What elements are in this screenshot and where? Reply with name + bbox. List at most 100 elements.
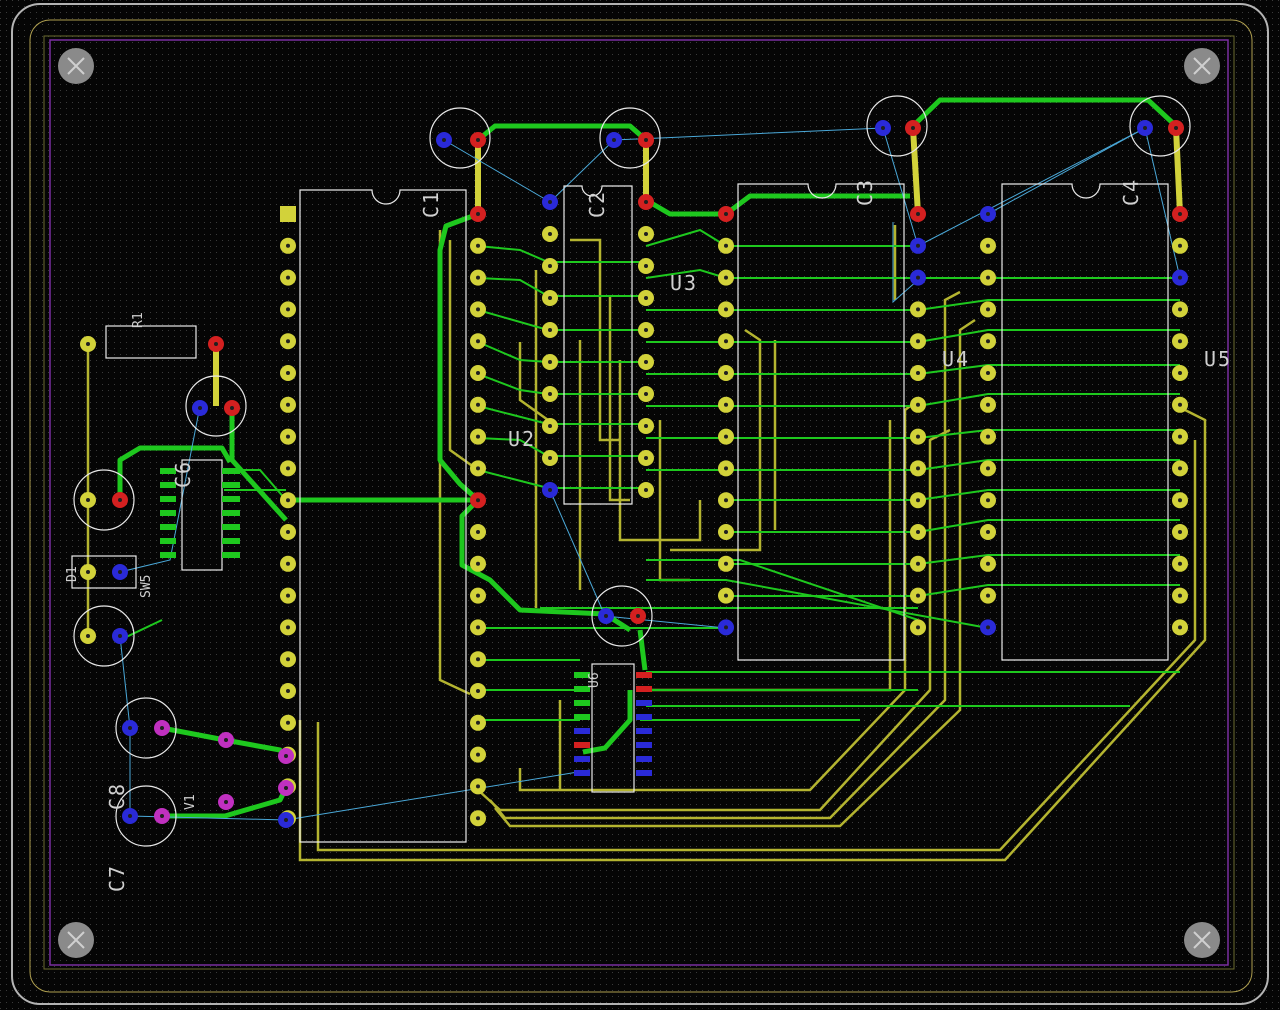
u5-pin[interactable]: [980, 206, 996, 222]
u4-pin[interactable]: [718, 428, 734, 445]
u1-pin[interactable]: [280, 619, 296, 636]
u1-pin[interactable]: [280, 714, 296, 731]
c9-pad[interactable]: [112, 628, 128, 644]
c6-pad[interactable]: [112, 492, 128, 508]
u1-pin[interactable]: [470, 428, 486, 445]
u4-pin[interactable]: [910, 460, 926, 477]
u4-pin[interactable]: [718, 460, 734, 477]
u6-pad[interactable]: [160, 552, 176, 558]
u1-pin[interactable]: [280, 492, 296, 509]
u6-pad[interactable]: [222, 468, 240, 474]
u1-pin[interactable]: [470, 555, 486, 572]
u4-pin[interactable]: [718, 237, 734, 254]
u5-pin[interactable]: [980, 555, 996, 572]
u5-pin[interactable]: [1172, 365, 1188, 381]
u2-pin[interactable]: [638, 226, 654, 242]
u2-pin[interactable]: [638, 450, 654, 466]
c6-pad[interactable]: [80, 492, 96, 508]
u1-pin[interactable]: [470, 365, 486, 381]
u6-pad[interactable]: [160, 482, 176, 488]
u4-pin[interactable]: [718, 396, 734, 413]
u1-pin[interactable]: [470, 778, 486, 795]
u4-pin[interactable]: [910, 301, 926, 318]
u4-pin[interactable]: [910, 333, 926, 350]
u2-pin[interactable]: [542, 226, 558, 242]
u5-pin[interactable]: [980, 269, 996, 286]
v1-pad[interactable]: [218, 794, 234, 810]
u1-pin[interactable]: [280, 237, 296, 254]
u4-pin[interactable]: [718, 492, 734, 509]
u2-pin[interactable]: [638, 194, 654, 210]
u4-pin[interactable]: [718, 269, 734, 286]
u5-pin[interactable]: [980, 396, 996, 413]
c8-pad[interactable]: [122, 720, 138, 736]
u7-pad[interactable]: [574, 686, 590, 692]
u5-pin[interactable]: [1172, 524, 1188, 540]
u2-pin[interactable]: [542, 322, 558, 338]
u1-pin[interactable]: [280, 333, 296, 350]
u1-pin[interactable]: [280, 365, 296, 381]
c4-pad[interactable]: [1168, 120, 1184, 136]
u4-pin[interactable]: [910, 206, 926, 222]
u1-pin[interactable]: [470, 237, 486, 254]
u7-pad[interactable]: [574, 672, 590, 678]
u5-pin[interactable]: [1172, 301, 1188, 318]
c4-pad[interactable]: [1137, 120, 1153, 136]
u1-pin[interactable]: [280, 460, 296, 477]
u2-pin[interactable]: [638, 482, 654, 498]
c5-pad[interactable]: [192, 400, 208, 416]
u1-pin[interactable]: [470, 333, 486, 350]
u4-pin[interactable]: [718, 365, 734, 381]
c7-pad[interactable]: [154, 808, 170, 824]
u7-pad[interactable]: [574, 728, 590, 734]
u6-pad[interactable]: [222, 552, 240, 558]
u7-pad[interactable]: [636, 770, 652, 776]
u5-pin[interactable]: [980, 428, 996, 445]
u1-pin[interactable]: [280, 555, 296, 572]
u7-pad[interactable]: [636, 714, 652, 720]
u1-pin[interactable]: [280, 301, 296, 318]
u2-pin[interactable]: [542, 194, 558, 210]
u5-pin[interactable]: [980, 333, 996, 350]
c3-pad[interactable]: [905, 120, 921, 136]
u7-pad[interactable]: [636, 672, 652, 678]
u1-pin[interactable]: [470, 683, 486, 699]
u7-pad[interactable]: [574, 770, 590, 776]
c10-pad[interactable]: [630, 608, 646, 624]
u5-pin[interactable]: [1172, 492, 1188, 509]
u5-pin[interactable]: [980, 492, 996, 509]
u6-pad[interactable]: [160, 524, 176, 530]
u1-pin[interactable]: [470, 460, 486, 477]
u1-pin[interactable]: [470, 301, 486, 318]
u4-pin[interactable]: [910, 237, 926, 254]
u4-pin[interactable]: [910, 492, 926, 509]
u1-pin[interactable]: [280, 428, 296, 445]
u4-pin[interactable]: [718, 206, 734, 222]
u5-pin[interactable]: [1172, 587, 1188, 604]
u5-pin[interactable]: [980, 619, 996, 636]
u6-pad[interactable]: [222, 510, 240, 516]
u6-pad[interactable]: [160, 538, 176, 544]
u2-pin[interactable]: [542, 450, 558, 466]
c1-pad[interactable]: [470, 132, 486, 148]
u6-pad[interactable]: [160, 496, 176, 502]
u7-pad[interactable]: [574, 714, 590, 720]
c2-pad[interactable]: [638, 132, 654, 148]
u4-pin[interactable]: [718, 333, 734, 350]
u7-pad[interactable]: [636, 728, 652, 734]
c9-pad[interactable]: [80, 628, 96, 644]
u4-pin[interactable]: [718, 301, 734, 318]
u5-pin[interactable]: [1172, 396, 1188, 413]
u1-pin[interactable]: [470, 206, 486, 222]
u4-pin[interactable]: [718, 555, 734, 572]
u4-pin[interactable]: [910, 428, 926, 445]
u2-pin[interactable]: [542, 386, 558, 402]
u5-pin[interactable]: [980, 237, 996, 254]
u6-pad[interactable]: [222, 496, 240, 502]
u2-pin[interactable]: [638, 354, 654, 370]
c3-pad[interactable]: [875, 120, 891, 136]
u1-pin[interactable]: [280, 524, 296, 540]
u5-pin[interactable]: [1172, 619, 1188, 636]
u7-pad[interactable]: [636, 686, 652, 692]
u2-pin[interactable]: [542, 290, 558, 306]
